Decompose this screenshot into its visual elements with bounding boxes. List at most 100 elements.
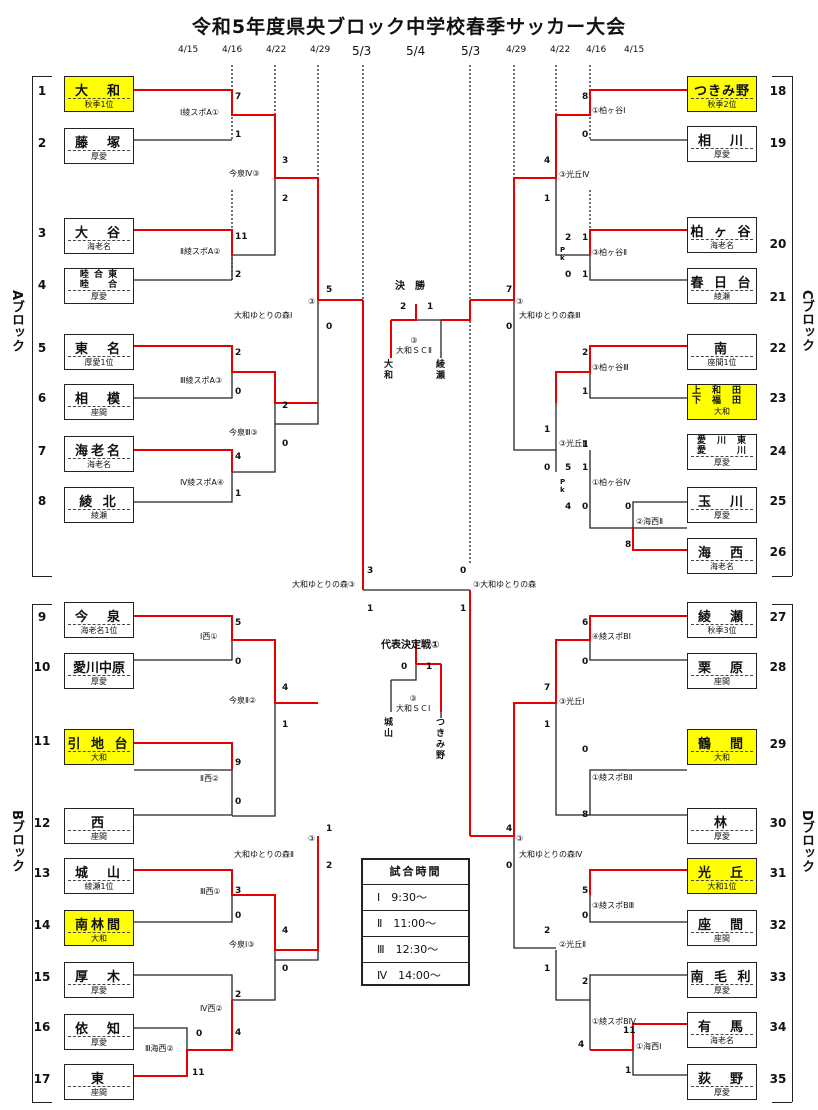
score: 1 [544, 964, 551, 974]
score: 1 [544, 194, 551, 204]
venue-label: ③ [516, 297, 524, 306]
team-box: 愛 川 東 愛 川厚愛 [687, 434, 757, 470]
team-box: 厚 木厚愛 [64, 962, 134, 998]
schedule-row: Ⅳ 14:00～ [377, 969, 441, 982]
frame-tick [772, 604, 792, 605]
team-name: 愛川中原 [72, 661, 125, 676]
venue-label: ③ [516, 834, 524, 843]
score: 0 [565, 270, 572, 280]
date-label: 4/16 [586, 45, 607, 55]
frame-tick [772, 76, 792, 77]
score: 0 [506, 861, 513, 871]
team-box: つきみ野秋季2位 [687, 76, 757, 112]
team-sub: 綾瀬1位 [68, 880, 130, 893]
team-name: 相 模 [74, 392, 123, 407]
team-sub: 厚愛 [68, 984, 130, 997]
team-sub: 海老名 [691, 560, 753, 573]
score: 4 [578, 1040, 585, 1050]
team-sub: 厚愛 [68, 290, 130, 303]
score: 4 [565, 502, 572, 512]
score: 8 [582, 92, 589, 102]
venue-label: ③ [308, 834, 316, 843]
schedule-row: Ⅲ 12:30～ [363, 937, 468, 963]
team-number: 30 [769, 816, 787, 830]
team-box: 愛川中原厚愛 [64, 653, 134, 689]
venue-label: ①柏ヶ谷Ⅳ [592, 478, 631, 487]
score: 1 [544, 425, 551, 435]
team-sub: 座間 [68, 1086, 130, 1099]
schedule-row: Ⅰ 9:30～ [363, 885, 468, 911]
score: 2 [282, 401, 289, 411]
venue-label: Ⅲ海西② [145, 1044, 174, 1053]
score: 1 [582, 233, 589, 243]
team-number: 1 [37, 84, 47, 98]
team-name: 愛 川 東 愛 川 [696, 436, 747, 456]
team-sub: 厚愛 [691, 456, 753, 469]
final-score-right: 1 [427, 302, 434, 312]
schedule-header: 試合時間 [363, 860, 468, 885]
team-sub: 海老名 [68, 240, 130, 253]
score: 4 [506, 824, 513, 834]
score: 6 [582, 618, 589, 628]
team-sub: 秋季2位 [691, 98, 753, 111]
score: 1 [367, 604, 374, 614]
team-sub: 大和 [691, 751, 753, 764]
venue-label: ①柏ヶ谷Ⅰ [592, 106, 626, 115]
score: 1 [282, 720, 289, 730]
team-number: 22 [769, 341, 787, 355]
team-sub: 秋季1位 [68, 98, 130, 111]
score: 0 [582, 657, 589, 667]
score: 7 [544, 683, 551, 693]
team-box: 南座間1位 [687, 334, 757, 370]
score: 7 [235, 92, 242, 102]
venue-label: 今泉Ⅰ③ [229, 940, 255, 949]
team-number: 14 [33, 918, 51, 932]
venue-label: ③大和ゆとりの森 [473, 580, 537, 589]
team-name: 厚 木 [74, 970, 123, 985]
score: 4 [544, 156, 551, 166]
team-sub: 大和 [714, 407, 730, 416]
team-sub: 大和1位 [691, 880, 753, 893]
score: 3 [367, 566, 374, 576]
team-box: 林厚愛 [687, 808, 757, 844]
date-label: 5/3 [461, 44, 481, 58]
block-c-frame [792, 76, 793, 576]
team-box: 西座間 [64, 808, 134, 844]
block-label-text: Cブロック [799, 290, 814, 352]
date-label: 4/29 [506, 45, 527, 55]
score: 0 [326, 322, 333, 332]
score: 11 [623, 1026, 636, 1036]
frame-tick [772, 1102, 792, 1103]
team-sub: 座間 [68, 830, 130, 843]
score: 2 [282, 194, 289, 204]
team-box: 鶴 間大和 [687, 729, 757, 765]
block-d-frame [792, 604, 793, 1102]
block-d-label: Dブロック [798, 810, 814, 878]
venue-label: ①海西Ⅰ [636, 1042, 662, 1051]
team-sub: 綾瀬 [691, 290, 753, 303]
team-sub: 厚愛 [68, 675, 130, 688]
venue-label: Ⅱ綾スポA② [180, 247, 221, 256]
team-box: 海 西海老名 [687, 538, 757, 574]
block-label-text: Bブロック [9, 810, 24, 872]
score: 0 [544, 463, 551, 473]
venue-label: 今泉Ⅲ③ [229, 428, 258, 437]
team-number: 5 [37, 341, 47, 355]
block-label-text: Dブロック [799, 810, 814, 873]
venue-label: 大和ゆとりの森Ⅳ [519, 850, 583, 859]
team-box: 大 谷海老名 [64, 218, 134, 254]
venue-label: Ⅰ綾スポA① [180, 108, 220, 117]
score: 11 [192, 1068, 205, 1078]
final-venue: ③ 大和ＳＣⅡ [396, 336, 432, 355]
venue-label: ③光丘Ⅲ [559, 439, 588, 448]
team-box: 相 模座間 [64, 384, 134, 420]
score: 0 [582, 130, 589, 140]
team-name: 睦 合 東 睦 合 [79, 270, 119, 290]
venue-label: ④綾スポBⅠ [592, 632, 632, 641]
team-sub: 海老名 [691, 1034, 753, 1047]
score: 0 [625, 502, 632, 512]
venue-label: ③光丘Ⅰ [559, 697, 585, 706]
date-label: 5/4 [406, 44, 426, 58]
team-number: 20 [769, 237, 787, 251]
team-box: 柏 ヶ 谷海老名 [687, 217, 757, 253]
